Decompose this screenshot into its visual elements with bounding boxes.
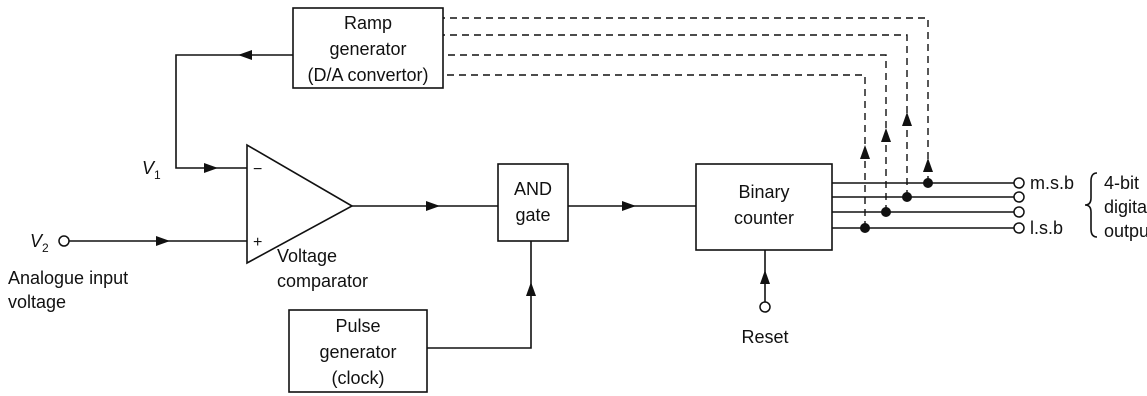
lsb-label: l.s.b (1030, 218, 1063, 238)
voltage-comparator: − + Voltage comparator (246, 143, 368, 291)
v1-label-sub: 1 (154, 168, 161, 182)
feedback-lines (443, 17, 929, 228)
wire-ramp-to-comparator (175, 54, 293, 169)
feedback-line-msb (443, 17, 929, 183)
wire-clock-to-and (427, 241, 532, 349)
v2-label: V2 (30, 231, 49, 255)
ramp-generator-block: Ramp generator (D/A convertor) (292, 7, 444, 89)
v1-label: V1 (142, 158, 161, 182)
output-group-label-3: output (1104, 221, 1147, 241)
binary-counter-label-1: Binary (738, 182, 789, 202)
terminals (58, 177, 1025, 313)
junction-bit2 (902, 192, 912, 202)
feedback-line-lsb (443, 74, 866, 228)
pulse-generator-label-1: Pulse (335, 316, 380, 336)
v2-label-main: V (30, 231, 44, 251)
comparator-label-1: Voltage (277, 246, 337, 266)
output-group-label-1: 4-bit (1104, 173, 1139, 193)
arrow-and-input (426, 201, 440, 211)
output-group-brace (1084, 172, 1098, 238)
ramp-generator-label-2: generator (329, 39, 406, 59)
ramp-generator-label-1: Ramp (344, 13, 392, 33)
arrow-feedback-bit1 (881, 128, 891, 142)
arrowheads (156, 50, 933, 296)
terminal-bit1 (1013, 206, 1025, 218)
arrow-reset-up (760, 270, 770, 284)
junction-dots (860, 178, 933, 233)
ramp-generator-label-3: (D/A convertor) (307, 65, 428, 85)
input-labels: V1 V2 Analogue input voltage (8, 158, 161, 312)
analogue-input-label-2: voltage (8, 292, 66, 312)
arrow-feedback-lsb (860, 145, 870, 159)
feedback-line-bit1 (443, 54, 887, 212)
junction-bit1 (881, 207, 891, 217)
terminal-v2 (58, 235, 70, 247)
pulse-generator-label-3: (clock) (332, 368, 385, 388)
pulse-generator-label-2: generator (319, 342, 396, 362)
v2-label-sub: 2 (42, 241, 49, 255)
and-gate-label-1: AND (514, 179, 552, 199)
arrow-comparator-plus (156, 236, 170, 246)
arrow-clock-up (526, 282, 536, 296)
pulse-generator-block: Pulse generator (clock) (288, 309, 428, 393)
terminal-reset (759, 301, 771, 313)
junction-lsb (860, 223, 870, 233)
binary-counter-block: Binary counter (695, 163, 833, 251)
and-gate-block: AND gate (497, 163, 569, 242)
arrow-counter-input (622, 201, 636, 211)
arrow-comparator-minus (204, 163, 218, 173)
output-labels: m.s.b l.s.b 4-bit digital output (1030, 172, 1147, 241)
arrow-feedback-bit2 (902, 112, 912, 126)
terminal-msb (1013, 177, 1025, 189)
feedback-line-bit2 (443, 34, 908, 197)
terminal-lsb (1013, 222, 1025, 234)
junction-msb (923, 178, 933, 188)
msb-label: m.s.b (1030, 173, 1074, 193)
comparator-plus-sign: + (253, 234, 262, 251)
comparator-triangle (246, 143, 354, 265)
v1-label-main: V (142, 158, 156, 178)
terminal-bit2 (1013, 191, 1025, 203)
analogue-input-label-1: Analogue input (8, 268, 128, 288)
comparator-minus-sign: − (253, 161, 262, 178)
binary-counter-label-2: counter (734, 208, 794, 228)
arrow-feedback-msb (923, 158, 933, 172)
output-group-label-2: digital (1104, 197, 1147, 217)
comparator-label-2: comparator (277, 271, 368, 291)
and-gate-label-2: gate (515, 205, 550, 225)
reset-label: Reset (741, 327, 788, 347)
arrow-ramp-output (238, 50, 252, 60)
